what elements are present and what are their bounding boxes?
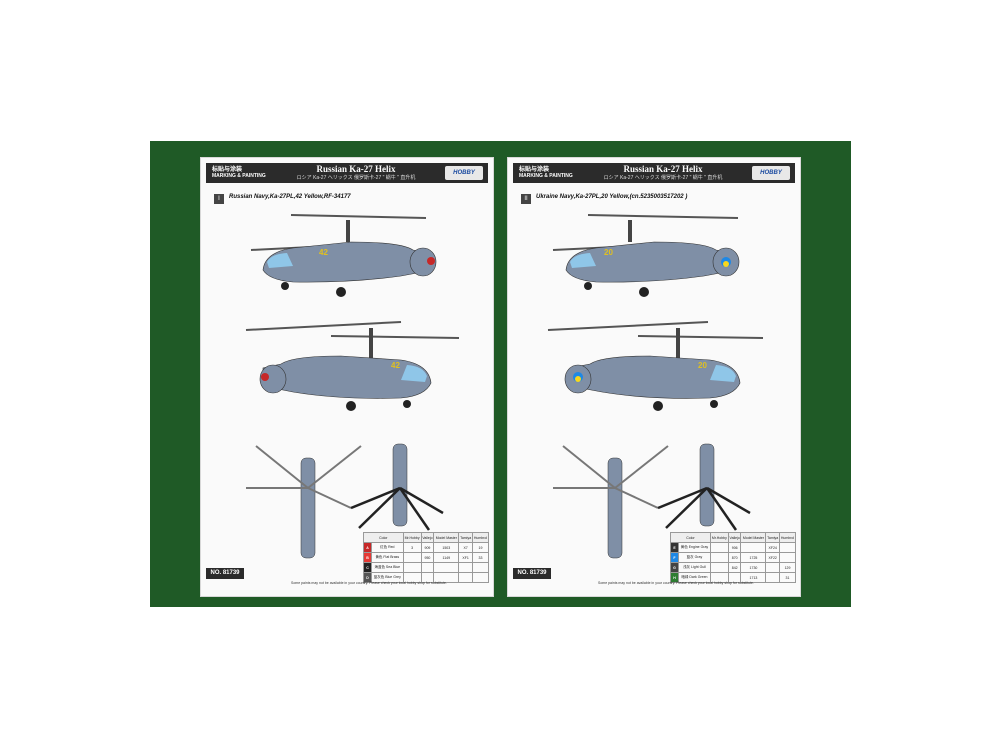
tamiya-header: Tamiya (458, 532, 473, 543)
table-row: C 海蓝色 Sea Blue (363, 562, 490, 573)
modelmaster-header: Model Master (740, 532, 767, 543)
sheet-footer: NO. 81739 (206, 568, 488, 580)
helicopter-side-view-left: 20 (552, 214, 740, 297)
color-chart-table: Color Mr.Hobby Vallejo Model Master Tami… (363, 532, 490, 583)
scheme-number-badge: I (214, 194, 224, 204)
humbrol-header: Humbrol (778, 532, 797, 543)
scheme-caption: Ukraine Navy,Ka-27PL,20 Yellow,(cn.52350… (536, 194, 688, 200)
mrhobby-header: Mr.Hobby (709, 532, 729, 543)
header-chinese: 标贴与涂装 (519, 167, 550, 173)
table-row: D 蓝灰色 Blue Grey (363, 572, 490, 583)
vallejo-header: Vallejo (420, 532, 435, 543)
humbrol-header: Humbrol (471, 532, 490, 543)
header-english: MARKING & PAINTING (212, 173, 266, 179)
sheet-title: Russian Ka-27 Helix (623, 164, 703, 174)
helicopter-top-view (553, 445, 669, 559)
brand-logo: HOBBY BOSS (445, 166, 483, 180)
helicopter-profiles: 20 20 (547, 214, 764, 559)
table-row: E 黄色 Engine Gray 906 XF24 (670, 542, 797, 553)
scheme-caption: Russian Navy,Ka-27PL,42 Yellow,RF-34177 (229, 194, 351, 200)
sheet-subtitle: ロシア Ka-27 ヘリックス 俄罗斯卡-27 " 蜗牛 " 直升机 (603, 175, 723, 181)
painting-board: 标贴与涂装 MARKING & PAINTING Russian Ka-27 H… (150, 141, 851, 607)
table-row: H 暗绿 Dark Green 1713 31 (670, 572, 797, 583)
color-chart-table: Color Mr.Hobby Vallejo Model Master Tami… (670, 532, 797, 583)
sheet-header: 标贴与涂装 MARKING & PAINTING Russian Ka-27 H… (206, 163, 488, 183)
instruction-sheet-left: 标贴与涂装 MARKING & PAINTING Russian Ka-27 H… (200, 157, 494, 597)
sheet-header: 标贴与涂装 MARKING & PAINTING Russian Ka-27 H… (513, 163, 795, 183)
helicopter-side-view-right: 42 (245, 321, 460, 411)
svg-text:42: 42 (319, 248, 328, 257)
brand-logo: HOBBY BOSS (752, 166, 790, 180)
helicopter-side-view-left: 42 (250, 214, 437, 297)
sheet-subtitle: ロシア Ka-27 ヘリックス 俄罗斯卡-27 " 蜗牛 " 直升机 (296, 175, 416, 181)
svg-text:42: 42 (391, 361, 400, 370)
helicopter-bottom-view (350, 443, 444, 531)
sheet-footer: NO. 81739 (513, 568, 795, 580)
helicopter-profiles: 42 42 (245, 214, 460, 559)
color-header: Color (363, 532, 404, 543)
vallejo-header: Vallejo (727, 532, 742, 543)
color-header: Color (670, 532, 711, 543)
helicopter-side-view-right: 20 (547, 321, 764, 411)
mrhobby-header: Mr.Hobby (402, 532, 422, 543)
item-number: NO. 81739 (513, 568, 551, 579)
svg-text:20: 20 (604, 248, 613, 257)
paint-note: Some paints may not be available in your… (291, 581, 447, 585)
helicopter-top-view (246, 445, 362, 559)
header-chinese: 标贴与涂装 (212, 167, 243, 173)
tamiya-header: Tamiya (765, 532, 780, 543)
paint-note: Some paints may not be available in your… (598, 581, 754, 585)
header-english: MARKING & PAINTING (519, 173, 573, 179)
svg-text:20: 20 (698, 361, 707, 370)
scheme-number-badge: II (521, 194, 531, 204)
modelmaster-header: Model Master (433, 532, 460, 543)
instruction-sheet-right: 标贴与涂装 MARKING & PAINTING Russian Ka-27 H… (507, 157, 801, 597)
sheet-title: Russian Ka-27 Helix (316, 164, 396, 174)
item-number: NO. 81739 (206, 568, 244, 579)
helicopter-bottom-view (657, 443, 751, 531)
